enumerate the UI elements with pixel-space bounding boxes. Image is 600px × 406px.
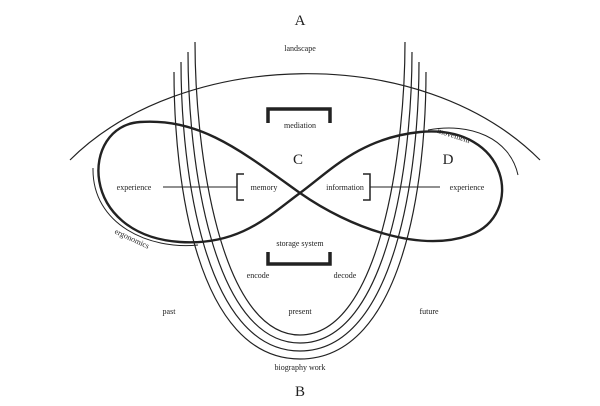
information-bracket	[363, 173, 371, 201]
u-curve-1	[194, 41, 406, 336]
letter-d: D	[443, 152, 454, 168]
future-label: future	[419, 307, 439, 316]
letter-c: C	[293, 152, 303, 168]
mediation-bracket	[266, 107, 332, 123]
u-curve-3	[180, 61, 420, 352]
u-curve-2	[187, 51, 413, 344]
present-label: present	[288, 307, 312, 316]
storage-system-label: storage system	[276, 239, 324, 248]
encode-label: encode	[247, 271, 270, 280]
landscape-arc	[69, 73, 541, 161]
experience-left-label: experience	[117, 183, 152, 192]
u-curve-4	[173, 71, 427, 360]
infinity-loop	[97, 120, 504, 244]
biography-work-label: biography work	[275, 363, 326, 372]
information-label: information	[326, 183, 364, 192]
letter-a: A	[295, 13, 306, 29]
decode-label: decode	[334, 271, 357, 280]
landscape-label: landscape	[284, 44, 316, 53]
movement-strand	[427, 127, 519, 176]
past-label: past	[163, 307, 177, 316]
memory-bracket	[236, 173, 244, 201]
mediation-label: mediation	[284, 121, 316, 130]
memory-label: memory	[251, 183, 278, 192]
experience-right-label: experience	[450, 183, 485, 192]
ergonomics-strand	[92, 167, 199, 247]
letter-b: B	[295, 384, 305, 400]
storage-bracket	[266, 252, 332, 266]
